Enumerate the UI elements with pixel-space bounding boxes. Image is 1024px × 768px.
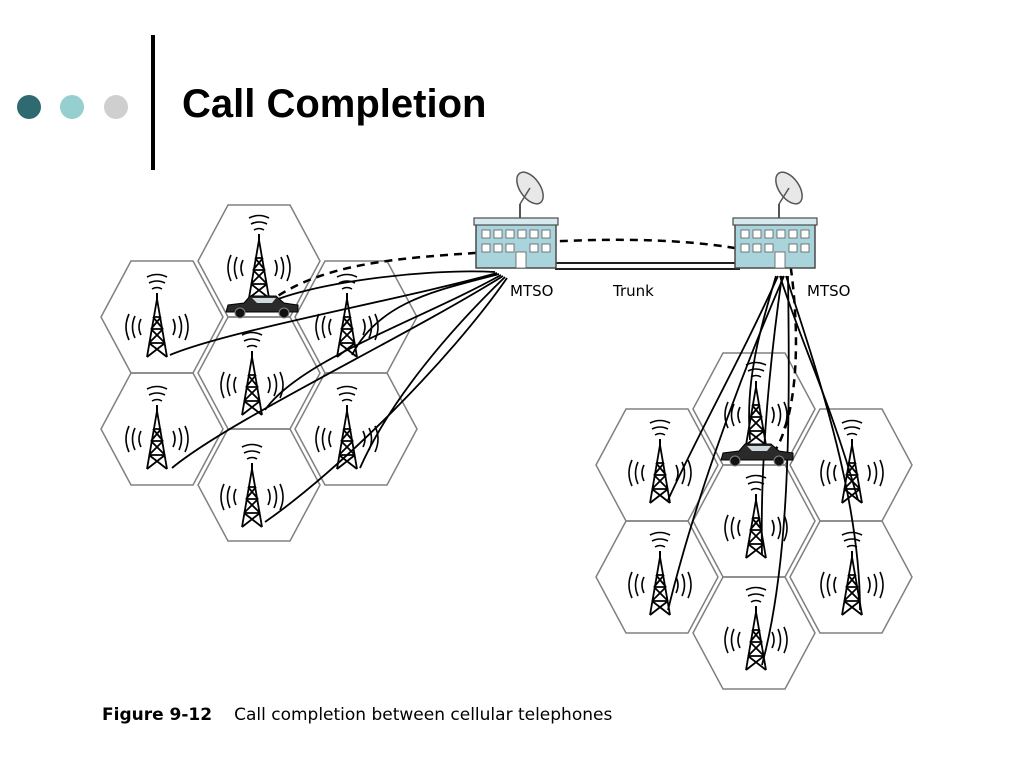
mtso-left-label: MTSO <box>510 282 554 300</box>
cell-tower-icon <box>315 385 379 470</box>
right-cell-cluster <box>595 352 913 690</box>
trunk-label: Trunk <box>613 282 654 300</box>
bullet-dot-dark <box>17 95 41 119</box>
car-icon <box>720 443 794 467</box>
cell-tower-icon <box>628 419 692 504</box>
cell-tower-icon <box>125 273 189 358</box>
slide-title: Call Completion <box>182 82 487 126</box>
cell-tower-icon <box>220 331 284 416</box>
mtso-building-icon <box>473 166 559 269</box>
title-divider <box>151 35 155 170</box>
cell-tower-icon <box>724 586 788 671</box>
cell-tower-icon <box>125 385 189 470</box>
mtso-right-label: MTSO <box>807 282 851 300</box>
call-path-left <box>264 250 491 306</box>
mtso-building-icon <box>732 166 818 269</box>
cell-tower-icon <box>820 531 884 616</box>
figure-number: Figure 9-12 <box>102 705 213 725</box>
cell-tower-icon <box>227 214 291 299</box>
right-tower-links <box>667 275 861 666</box>
cell-tower-icon <box>220 443 284 528</box>
cell-tower-icon <box>724 361 788 446</box>
cell-tower-icon <box>628 531 692 616</box>
figure-caption: Figure 9-12 Call completion between cellu… <box>102 705 612 725</box>
cell-tower-icon <box>724 474 788 559</box>
trunk-lines <box>555 262 740 270</box>
car-icon <box>225 295 299 319</box>
left-tower-links <box>169 270 508 523</box>
cell-tower-icon <box>820 419 884 504</box>
bullet-dot-light <box>60 95 84 119</box>
bullet-dot-gray <box>104 95 128 119</box>
left-cell-cluster <box>100 204 418 542</box>
figure-caption-text: Call completion between cellular telepho… <box>234 705 613 725</box>
